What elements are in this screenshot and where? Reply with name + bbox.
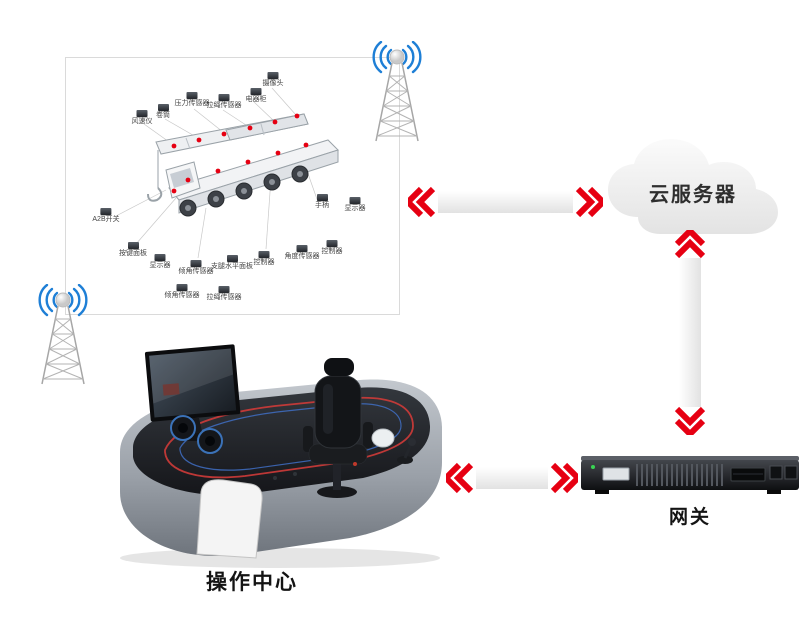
link-arrow-cloud-gateway	[674, 230, 706, 435]
sensor-icon	[296, 245, 308, 252]
sensor-icon	[218, 286, 230, 293]
sensor-icon	[267, 72, 279, 79]
sensor-label-display: 显示器	[345, 197, 366, 213]
sensor-icon	[157, 104, 169, 111]
sensor-icon	[326, 240, 338, 247]
cloud-server-label: 云服务器	[649, 184, 737, 206]
desk-blue-trim	[179, 403, 402, 471]
sensor-icon	[100, 208, 112, 215]
sensor-icon	[154, 254, 166, 261]
console-opening	[196, 479, 263, 559]
sensor-icon	[218, 94, 230, 101]
gateway-label: 网关	[668, 507, 711, 528]
radio-tower-icon	[38, 284, 88, 385]
sensor-icon	[186, 92, 198, 99]
vent-fins	[636, 464, 723, 486]
sensor-label-anemometer: 风速仪	[132, 110, 153, 126]
sensor-label-rope-sensor-2: 拉绳传感器	[207, 286, 242, 302]
serial-port	[602, 467, 630, 481]
sensor-icon	[316, 194, 328, 201]
sensor-label-tilt-sensor: 倾角传感器	[179, 260, 214, 276]
sensor-label-tilt-sensor-2: 倾角传感器	[165, 284, 200, 300]
sensor-label-display-2: 显示器	[150, 254, 171, 270]
radio-tower-icon	[372, 41, 422, 142]
sensor-icon	[258, 251, 270, 258]
sensor-label-outrigger-panel: 支腿水平面板	[211, 255, 253, 271]
console-monitor	[144, 344, 241, 422]
sensor-icon	[349, 197, 361, 204]
sensor-label-keypad: 按键面板	[119, 242, 147, 258]
sensor-label-a2b-switch: A2B开关	[92, 208, 120, 224]
sensor-label-handle: 手柄	[315, 194, 329, 210]
sensor-label-controller: 控制器	[254, 251, 275, 267]
sensor-label-angle-sensor: 角度传感器	[285, 245, 320, 261]
link-arrow-panel-cloud	[408, 186, 603, 218]
sensor-label-controller-2: 控制器	[322, 240, 343, 256]
wifi-signal-icon	[38, 284, 88, 317]
sensor-label-drum: 卷筒	[156, 104, 170, 120]
control-lever	[397, 438, 416, 464]
sensor-icon	[190, 260, 202, 267]
sensor-label-electrical-cabinet: 电器柜	[246, 88, 267, 104]
joystick-pod	[170, 415, 223, 454]
cloud-icon	[608, 139, 778, 234]
sensor-icon	[250, 88, 262, 95]
wifi-signal-icon	[372, 41, 422, 74]
operator-console	[120, 344, 442, 568]
sensor-icon	[127, 242, 139, 249]
gnss-dome	[371, 428, 395, 448]
operator-seat	[303, 358, 373, 498]
crane-truck-illustration	[115, 87, 339, 259]
link-arrow-console-gateway	[446, 462, 578, 494]
cloud-server: 云服务器	[598, 132, 788, 242]
gateway-device	[581, 456, 799, 494]
sensor-icon	[136, 110, 148, 117]
crane-sensor-panel: 摄像头 电器柜 拉绳传感器 压力传感器 卷筒 风速仪 A2B开关 手柄 显示器 …	[65, 57, 400, 315]
sensor-label-rope-sensor: 拉绳传感器	[207, 94, 242, 110]
sensor-icon	[176, 284, 188, 291]
console-label: 操作中心	[206, 571, 298, 594]
ethernet-port	[784, 465, 798, 480]
ethernet-port	[769, 465, 783, 480]
sensor-label-camera: 摄像头	[263, 72, 284, 88]
desk-red-trim	[164, 396, 414, 479]
status-led	[591, 465, 595, 469]
sensor-label-pressure-sensor: 压力传感器	[175, 92, 210, 108]
sensor-icon	[226, 255, 238, 262]
